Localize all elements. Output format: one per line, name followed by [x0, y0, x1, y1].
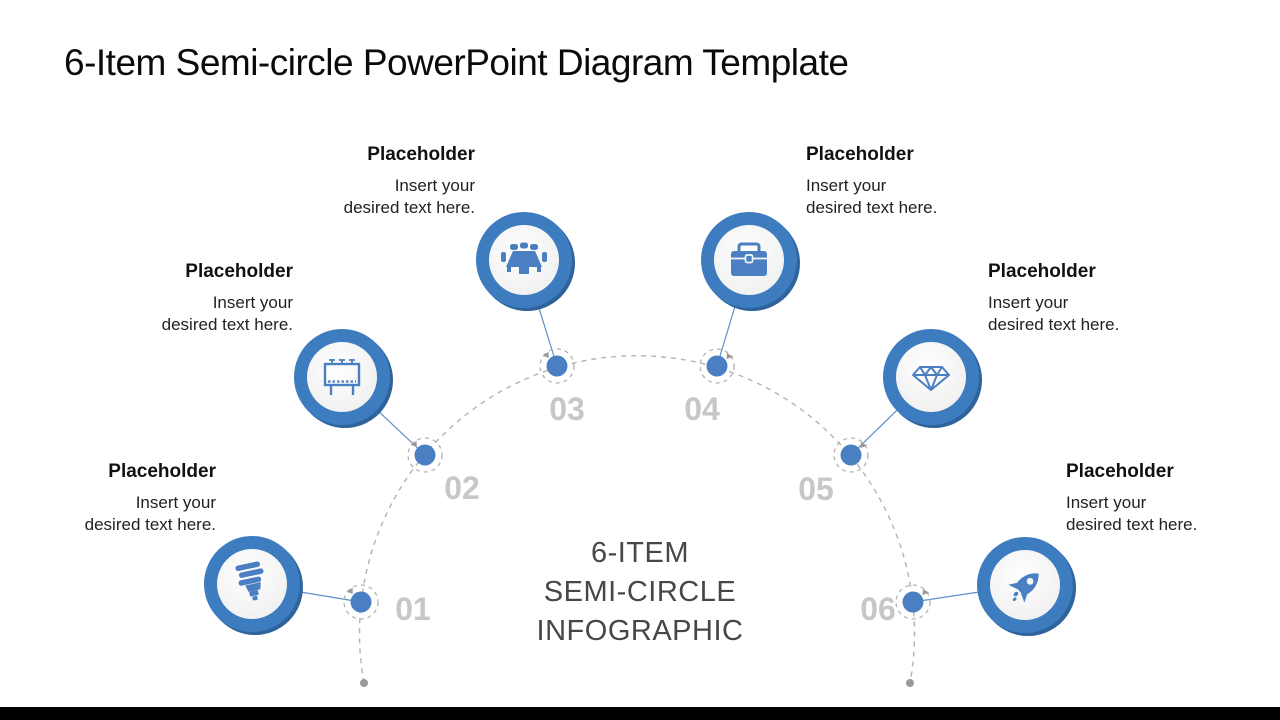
center-caption-line3: INFOGRAPHIC [536, 615, 744, 647]
slide-title: 6-Item Semi-circle PowerPoint Diagram Te… [64, 42, 849, 83]
step-marker-04 [699, 348, 735, 384]
billboard-icon [323, 359, 361, 395]
step-number-03: 03 [549, 391, 585, 427]
placeholder-heading-02: Placeholder [185, 261, 293, 282]
item-circle-06 [977, 537, 1076, 636]
bottom-bar [0, 707, 1280, 720]
item-circle-01 [204, 536, 303, 635]
step-number-04: 04 [684, 391, 720, 427]
step-marker-02 [407, 437, 443, 473]
placeholder-heading-05: Placeholder [988, 261, 1096, 282]
placeholder-heading-01: Placeholder [108, 461, 216, 482]
meeting-table-icon [501, 242, 547, 274]
rocket-icon [1008, 573, 1039, 603]
placeholder-heading-06: Placeholder [1066, 461, 1174, 482]
center-caption-line1: 6-ITEM [590, 537, 690, 569]
step-marker-05 [833, 437, 869, 473]
dashed-arc [358, 355, 916, 684]
diamond-icon [912, 366, 950, 391]
briefcase-icon [731, 242, 767, 276]
step-marker-06 [895, 584, 931, 620]
step-marker-01 [343, 584, 379, 620]
cfl-bulb-icon [235, 561, 264, 601]
step-number-05: 05 [798, 471, 834, 507]
step-marker-03 [539, 348, 575, 384]
item-circle-05 [883, 329, 982, 428]
item-circle-02 [294, 329, 393, 428]
arc-end-dot-right [906, 679, 914, 687]
item-circle-04 [701, 212, 800, 311]
item-circle-03 [476, 212, 575, 311]
arc-end-dot-left [360, 679, 368, 687]
center-caption-line2: SEMI-CIRCLE [543, 576, 737, 608]
center-caption: 6-ITEM SEMI-CIRCLE INFOGRAPHIC [500, 534, 780, 651]
step-number-06: 06 [860, 591, 896, 627]
placeholder-heading-04: Placeholder [806, 144, 914, 165]
placeholder-heading-03: Placeholder [367, 144, 475, 165]
step-number-02: 02 [444, 470, 480, 506]
step-number-01: 01 [395, 591, 431, 627]
